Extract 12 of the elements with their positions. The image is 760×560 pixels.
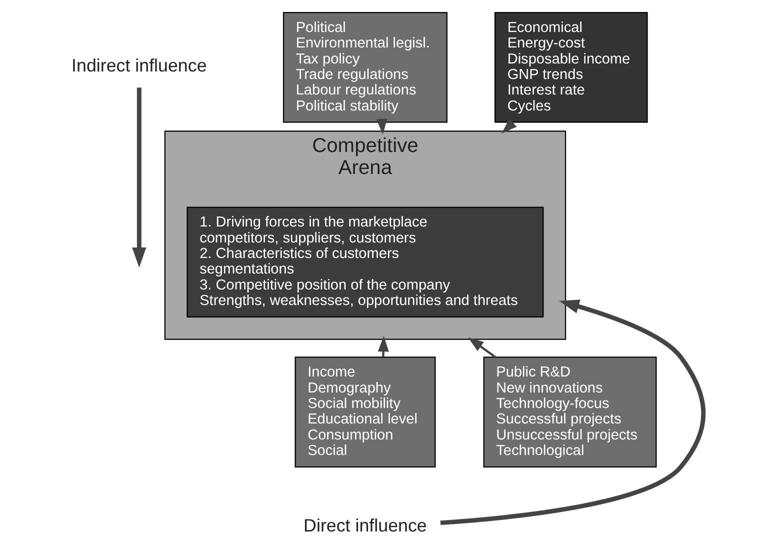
node-box: Economical Energy-cost Disposable income GNP trends Interest rate Cycles <box>494 12 648 123</box>
node-box: Income Demography Social mobility Educational level Consumption Social <box>294 356 436 468</box>
arrow <box>377 336 388 358</box>
arrow <box>467 337 496 358</box>
node-box: 1. Driving forces in the marketplace competitors, suppliers, customers 2. Characteristics of customers segmentations 3. Competitive position of the company Strengths, weaknesses, opportunities and threats <box>186 206 544 318</box>
node-box: Public R&D New innovations Technology-focus Successful projects Unsuccessful projects Technological <box>482 356 656 468</box>
arrow <box>132 88 146 268</box>
node-text: Indirect influence <box>71 56 206 76</box>
arrow <box>501 118 516 134</box>
arrow <box>440 300 706 526</box>
node-text: Direct influence <box>303 516 426 536</box>
arrow <box>376 118 387 135</box>
